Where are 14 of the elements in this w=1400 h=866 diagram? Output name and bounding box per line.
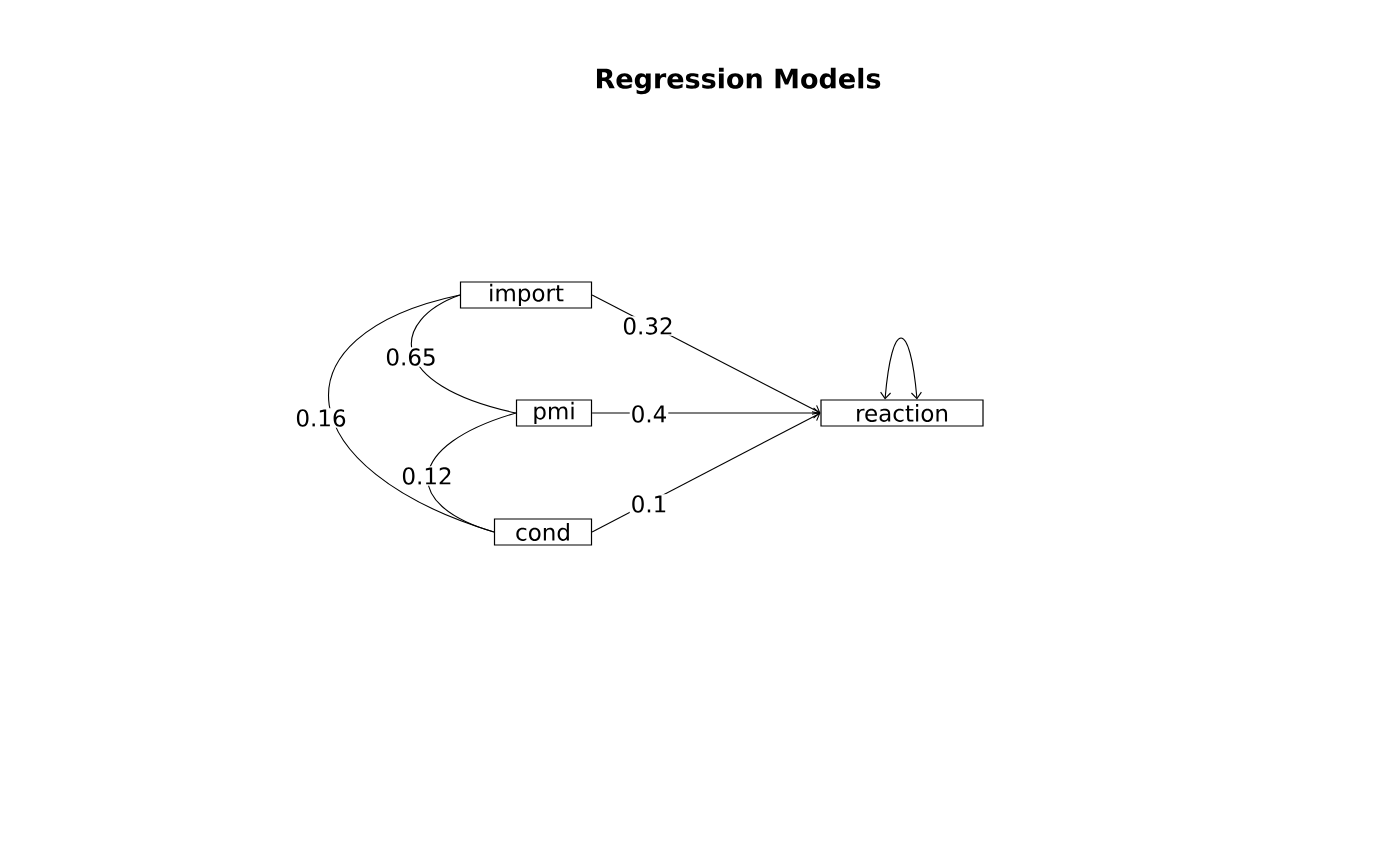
variable-box: import xyxy=(459,281,593,309)
edge-label: 0.4 xyxy=(629,404,669,424)
edge-label: 0.32 xyxy=(621,316,675,336)
variable-box: reaction xyxy=(820,399,984,427)
edge-label: 0.16 xyxy=(294,408,348,428)
edge-label: 0.1 xyxy=(629,494,669,514)
self-loop-arrow xyxy=(880,337,922,400)
variable-box: pmi xyxy=(515,399,593,427)
variable-box: cond xyxy=(493,518,593,546)
title: Regression Models xyxy=(597,67,881,95)
correlation-curve xyxy=(427,412,517,533)
correlation-curve xyxy=(410,294,517,414)
edge-label: 0.12 xyxy=(400,466,454,486)
edge-label: 0.65 xyxy=(384,347,438,367)
